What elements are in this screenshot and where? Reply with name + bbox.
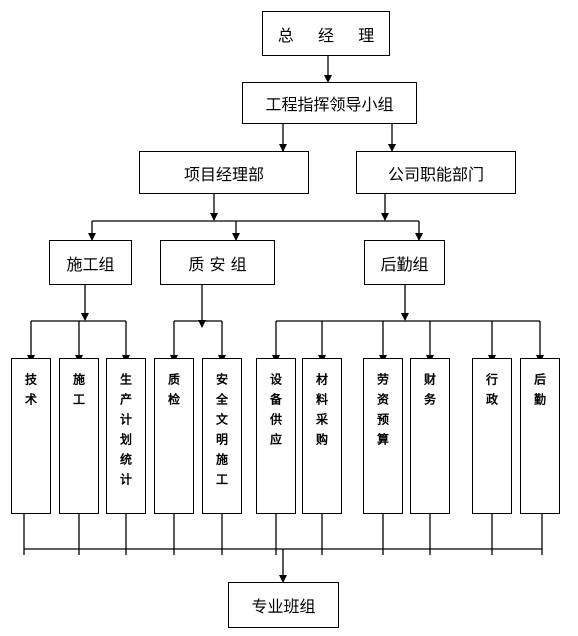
dept-label-qc: 质检 xyxy=(166,373,181,413)
dept-label-finance: 财务 xyxy=(422,373,437,413)
project-dept-box: 项目经理部 xyxy=(139,151,309,194)
dept-box-finance: 财务 xyxy=(410,358,450,514)
leading-group-box: 工程指挥领导小组 xyxy=(242,82,417,124)
dept-box-logistics: 后勤 xyxy=(520,358,560,514)
quality-safety-group-box: 质 安 组 xyxy=(160,240,275,285)
dept-label-logistics: 后勤 xyxy=(532,373,547,413)
dept-box-qc: 质检 xyxy=(154,358,194,514)
company-dept-box: 公司职能部门 xyxy=(356,151,516,194)
dept-label-safety: 安全文明施工 xyxy=(214,373,229,493)
dept-box-materials: 材料采购 xyxy=(302,358,342,514)
dept-box-admin: 行政 xyxy=(472,358,512,514)
dept-label-labor: 劳资预算 xyxy=(375,373,390,453)
dept-label-construction: 施工 xyxy=(71,373,86,413)
dept-label-tech: 技术 xyxy=(23,373,38,413)
quality-safety-group-label: 质 安 组 xyxy=(188,254,247,274)
company-dept-label: 公司职能部门 xyxy=(387,164,484,184)
logistics-group-label: 后勤组 xyxy=(380,254,429,274)
professional-teams-label: 专业班组 xyxy=(251,597,316,616)
construction-group-label: 施工组 xyxy=(66,254,115,274)
construction-group-box: 施工组 xyxy=(49,240,132,285)
logistics-group-box: 后勤组 xyxy=(364,240,445,285)
dept-box-construction: 施工 xyxy=(59,358,99,514)
dept-label-materials: 材料采购 xyxy=(314,373,329,453)
dept-label-equipment: 设备供应 xyxy=(268,373,283,453)
leading-group-label: 工程指挥领导小组 xyxy=(265,95,394,114)
professional-teams-box: 专业班组 xyxy=(228,582,339,628)
dept-box-planning: 生产计划统计 xyxy=(106,358,146,514)
project-dept-label: 项目经理部 xyxy=(183,164,264,184)
general-manager-label: 总 经 理 xyxy=(277,25,384,45)
dept-label-admin: 行政 xyxy=(484,373,499,413)
dept-box-labor: 劳资预算 xyxy=(363,358,403,514)
dept-box-equipment: 设备供应 xyxy=(256,358,296,514)
dept-box-tech: 技术 xyxy=(11,358,51,514)
dept-label-planning: 生产计划统计 xyxy=(118,373,133,493)
dept-box-safety: 安全文明施工 xyxy=(202,358,242,514)
general-manager-box: 总 经 理 xyxy=(262,11,390,56)
